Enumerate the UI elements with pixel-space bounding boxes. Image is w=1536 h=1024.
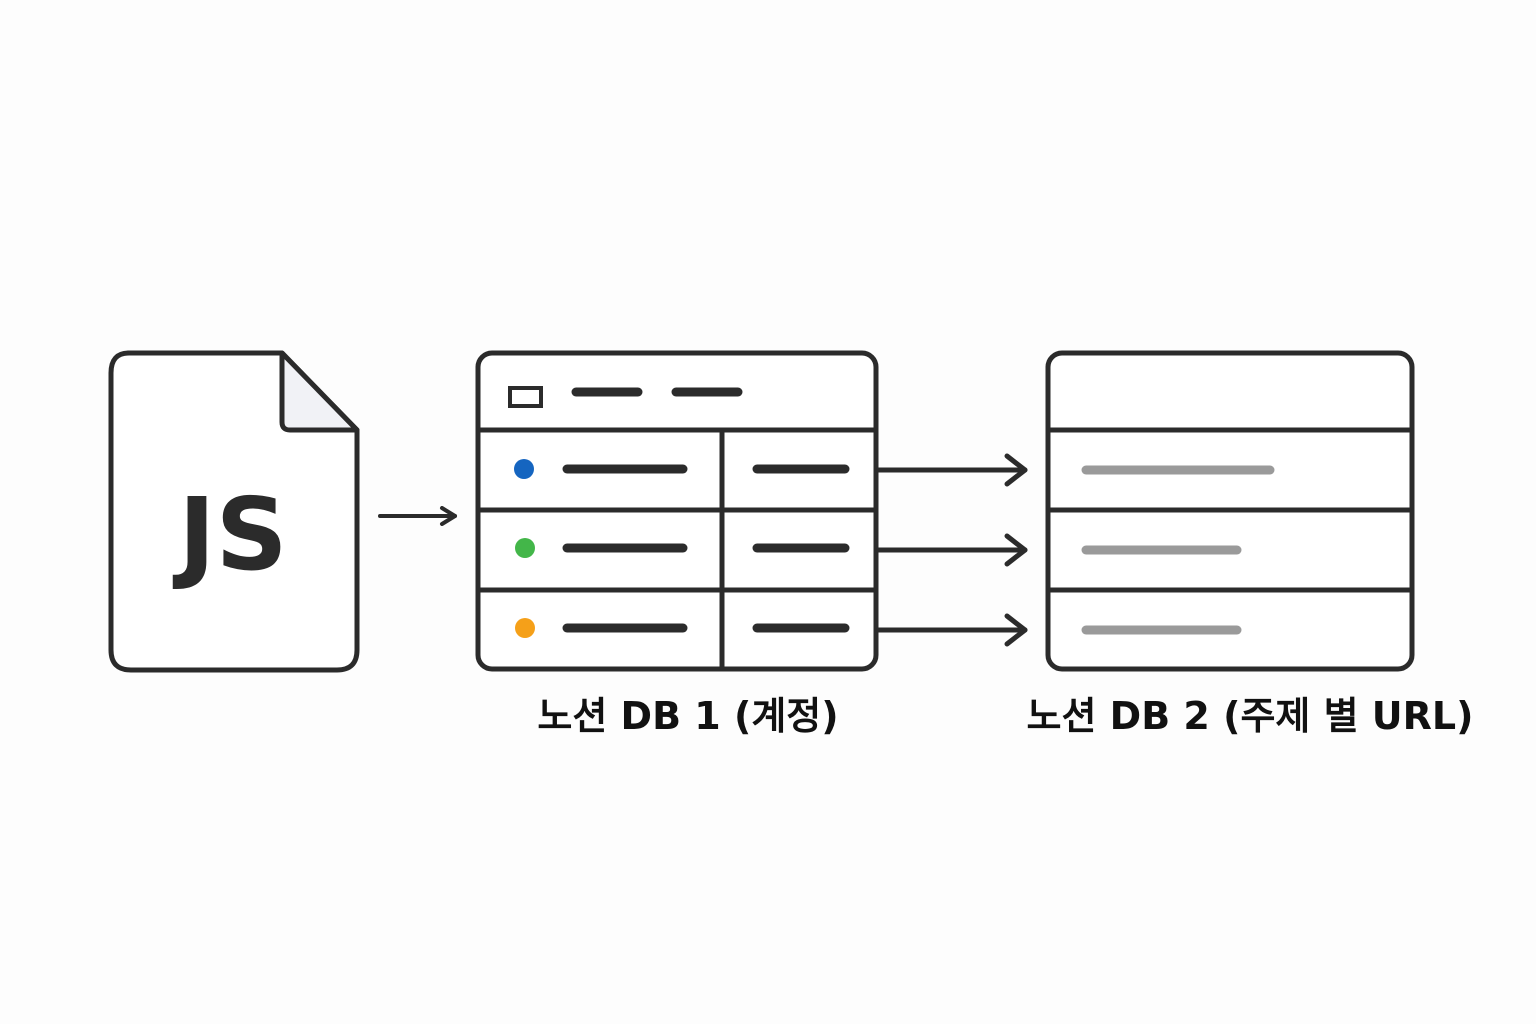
db1-header-checkbox-icon — [508, 386, 543, 408]
js-file-label: JS — [172, 476, 287, 593]
db1-caption: 노션 DB 1 (계정) — [537, 694, 839, 738]
database-table-db2 — [1045, 350, 1415, 672]
db1-row-dot-icon — [515, 618, 535, 638]
db2-caption: 노션 DB 2 (주제 별 URL) — [1026, 694, 1474, 738]
db1-row-dot-icon — [514, 459, 534, 479]
database-table-db1 — [475, 350, 879, 672]
file-fold-corner — [279, 350, 360, 433]
db1-row-dot-icon — [515, 538, 535, 558]
javascript-file-icon: JS — [108, 350, 360, 673]
